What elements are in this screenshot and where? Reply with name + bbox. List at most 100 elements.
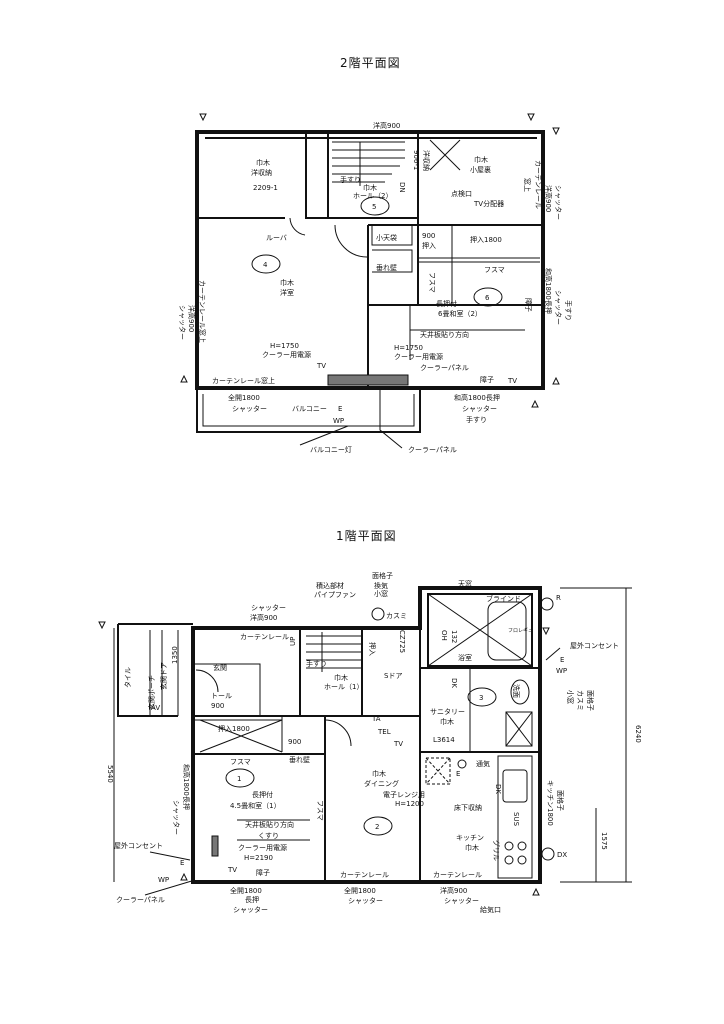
f1-tesuri: 手すり <box>306 659 327 668</box>
f1-small-window: 小窓 <box>374 589 388 598</box>
f1-kasumi: カスミ <box>386 612 407 620</box>
f2-closet-code2: 906-1 <box>412 150 420 170</box>
floor1-markers <box>98 597 555 896</box>
f1-e-top: E <box>560 656 564 664</box>
f2-cooler-a: クーラー用電源 <box>262 350 311 359</box>
f2-fusuma: フスマ <box>484 266 505 274</box>
f1-nagaoshi: 長押付 <box>252 790 273 799</box>
f2-curtain-rail-v: カーテンレール窓上 <box>198 280 207 343</box>
f1-ventilation: 換気 <box>374 581 388 590</box>
f1-hall: ホール（1） <box>324 683 363 691</box>
f2-cooler-panel: クーラーパネル <box>420 364 469 372</box>
f2-room4: 4 <box>263 261 268 269</box>
f1-face-grid: 面格子 <box>372 571 393 580</box>
f2-yoko900-v: 洋高900 <box>187 305 196 332</box>
f1-av: AV <box>151 704 160 712</box>
f2-right-v2: 窓上 <box>523 178 532 192</box>
f2-shoji2: 障子 <box>524 298 533 312</box>
f1-washitsu: 4.5畳和室（1） <box>230 801 281 810</box>
f1-outside-outlet-l: 屋外コンセント <box>114 841 163 850</box>
f2-habaki-closet: 巾木 <box>256 158 270 167</box>
f2-tesuri: 手すり <box>466 415 487 424</box>
f2-top-closet: 洋高900 <box>373 121 400 130</box>
floor1-porch <box>117 623 193 717</box>
f2-closet-code: 2209-1 <box>253 184 278 192</box>
f2-nagaoshi: 長押付 <box>436 299 457 308</box>
f2-tesuri-stair: 手すり <box>340 175 361 184</box>
f1-face-grid-r1: 面格子 <box>586 690 595 711</box>
f1-range: 電子レンジ用 <box>383 791 425 799</box>
f2-shoji-r: 小屋裏 <box>470 165 491 174</box>
f1-floor-storage: 床下収納 <box>454 803 482 812</box>
f1-closet-code: CZ725 <box>398 630 406 653</box>
f1-room2: 2 <box>375 823 379 831</box>
f2-fusuma2: フスマ <box>428 272 436 293</box>
f2-zenkai: 全開1800 <box>228 393 260 402</box>
f1-habaki-kit: 巾木 <box>465 843 479 852</box>
f1-yoko900: 洋高900 <box>250 613 277 622</box>
f2-room5: 5 <box>372 203 376 211</box>
f1-ko-900: 900 <box>288 738 301 746</box>
f2-wadaka: 和高1800長押 <box>454 393 500 402</box>
f2-window-r1: 和高1800長押 <box>544 268 553 314</box>
f2-shutter-b: シャッター <box>232 404 267 413</box>
f2-shutter-v: シャッター <box>178 305 187 340</box>
f1-zenkai1: 全開1800 <box>230 886 262 895</box>
f1-h1200: H=1200 <box>395 800 424 808</box>
f2-ceiling: 天井板貼り方向 <box>420 330 469 339</box>
f1-kitchen: キッチン <box>456 834 484 842</box>
f1-tv-left: TV <box>227 866 237 874</box>
f1-dk2: DK <box>494 784 502 794</box>
f1-shoe: 洗面 <box>512 684 521 698</box>
floor1-dimensions <box>113 587 632 883</box>
f1-kasumi-r: カスミ <box>576 690 584 711</box>
f1-tenmado: 天窓 <box>458 579 472 588</box>
f1-bath: 浴室 <box>458 653 472 662</box>
floor2-markers <box>180 113 560 408</box>
f2-shoji: 障子 <box>480 375 494 384</box>
f1-fluorine: フロレギュ <box>508 628 533 634</box>
f2-yoshitsu: 洋室 <box>280 288 294 297</box>
f2-oshiire: 押入1800 <box>470 235 502 244</box>
f1-tel: TEL <box>377 728 391 736</box>
f1-wp-top: WP <box>556 667 567 675</box>
f2-room6: 6 <box>485 294 490 302</box>
f1-sannichi: 通気 <box>476 759 490 768</box>
floor1-title: 1階平面図 <box>336 529 397 543</box>
f2-habaki-hall: 巾木 <box>363 183 377 192</box>
f1-shutter-b1: シャッター <box>233 905 268 914</box>
f1-cooler-panel: クーラーパネル <box>116 896 165 904</box>
f1-toru: トール <box>211 692 232 700</box>
f1-habaki-dining: 巾木 <box>372 769 386 778</box>
f1-fusuma-v: フスマ <box>316 800 324 821</box>
f1-h2190: H=2190 <box>244 854 273 862</box>
f2-tv2: TV <box>507 377 517 385</box>
f2-ko-900: 小天袋 <box>376 233 397 242</box>
f1-room3: 3 <box>479 694 483 702</box>
floor1-room-circles <box>225 679 530 836</box>
f1-outside-outlet: 屋外コンセント <box>570 641 619 650</box>
f1-genkan: 玄関 <box>213 663 227 672</box>
f1-blind: ブラインド <box>486 594 521 603</box>
f1-dining: ダイニング <box>364 779 399 788</box>
f2-closet-b: 洋収納 <box>422 150 431 171</box>
f1-wp-left: WP <box>158 876 169 884</box>
f2-tv1: TV <box>316 362 326 370</box>
f2-window-r3: 手すり <box>564 300 573 321</box>
f1-oh-num: 132 <box>450 630 458 643</box>
f1-face-grid-r: 面格子 <box>556 790 565 811</box>
f1-oshiire-c: 押入 <box>368 642 377 656</box>
floor2-room-circles <box>251 196 503 307</box>
f1-dim-1575: 1575 <box>600 832 608 850</box>
f2-habaki-4: 巾木 <box>280 278 294 287</box>
f1-sdoor: Sドア <box>384 672 402 680</box>
f1-tarekabe: 垂れ壁 <box>289 755 310 764</box>
f2-h1750a: H=1750 <box>270 342 299 350</box>
f1-yoko900-b: 洋高900 <box>440 886 467 895</box>
f1-shutter-top: シャッター <box>251 603 286 612</box>
f2-wp: WP <box>333 417 344 425</box>
f1-kitchen-win: キッチン1800 <box>546 780 554 826</box>
f1-small-win-r: 小窓 <box>566 690 575 704</box>
